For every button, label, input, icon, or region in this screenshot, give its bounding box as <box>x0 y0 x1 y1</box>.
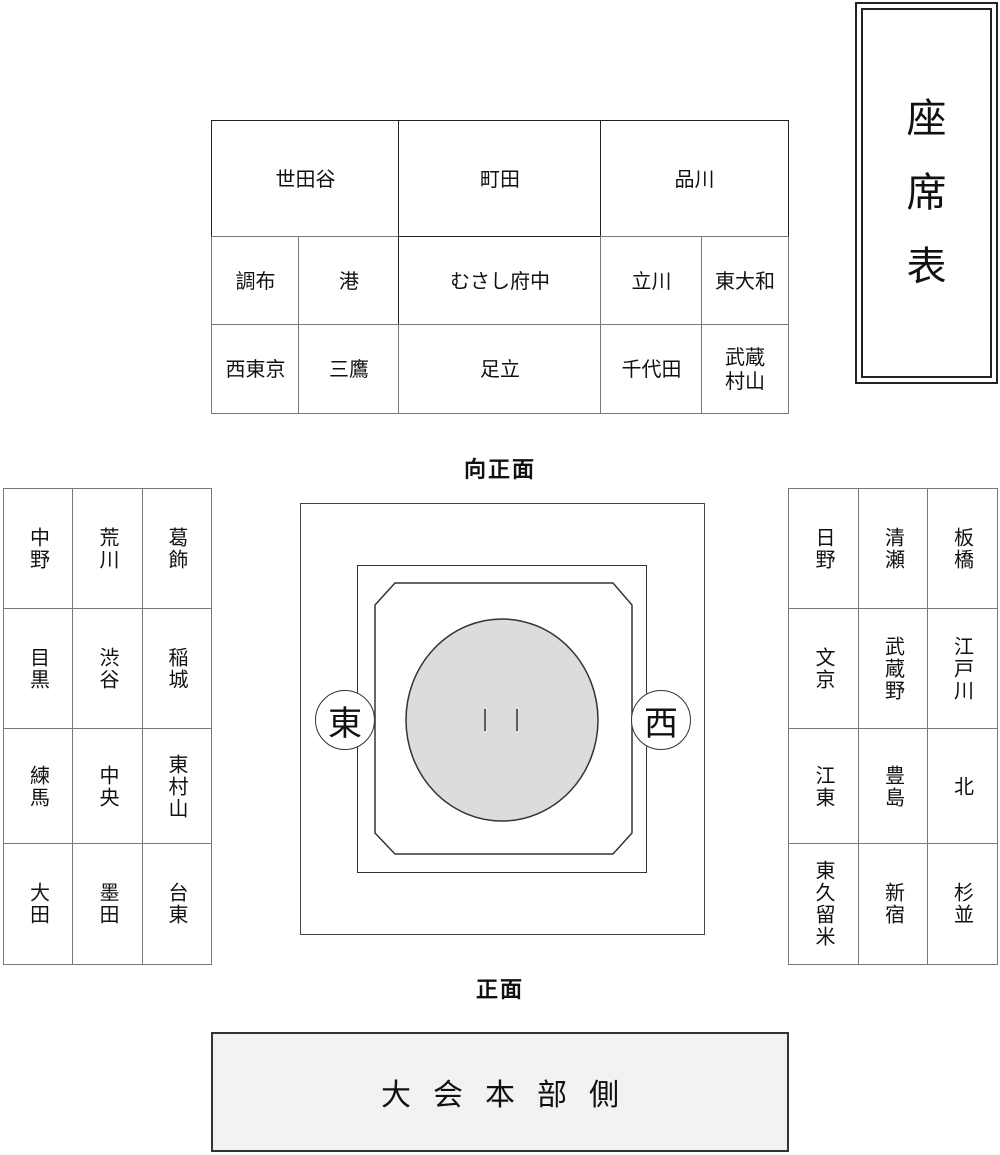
seat-block: 中野 <box>3 488 74 610</box>
seat-block: 世田谷 <box>211 120 400 238</box>
seat-block: 三鷹 <box>298 324 400 414</box>
seat-block: 稲城 <box>142 608 212 730</box>
east-marker: 東 <box>315 690 375 750</box>
seat-block: 千代田 <box>600 324 703 414</box>
seat-block: 江戸川 <box>927 608 998 730</box>
seat-block: 武蔵村山 <box>701 324 789 414</box>
seat-block: 新宿 <box>858 843 929 965</box>
mukou-shoumen-label: 向正面 <box>463 458 536 483</box>
seat-block: 東久留米 <box>788 843 860 965</box>
title-char: 座 <box>906 96 947 142</box>
seat-block: 板橋 <box>927 488 998 610</box>
seat-block: 目黒 <box>3 608 74 730</box>
seat-block: 日野 <box>788 488 860 610</box>
seat-block: 品川 <box>600 120 789 238</box>
seat-block: 町田 <box>398 120 602 238</box>
seat-block: 西東京 <box>211 324 300 414</box>
seating-chart-title-box: 座 席 表 <box>855 2 998 384</box>
seat-block: 足立 <box>398 324 602 414</box>
seat-block: 立川 <box>600 236 703 326</box>
tournament-hq-side: 大会本部側 <box>211 1032 789 1152</box>
dohyo-base-outer <box>300 503 705 935</box>
shoumen-label: 正面 <box>475 978 524 1003</box>
west-marker: 西 <box>631 690 691 750</box>
seat-block: 港 <box>298 236 400 326</box>
seat-block: むさし府中 <box>398 236 602 326</box>
seat-block: 渋谷 <box>72 608 144 730</box>
seat-block: 大田 <box>3 843 74 965</box>
seat-block: 文京 <box>788 608 860 730</box>
seat-block: 清瀬 <box>858 488 929 610</box>
seat-block: 荒川 <box>72 488 144 610</box>
seat-block: 武蔵野 <box>858 608 929 730</box>
seat-block: 墨田 <box>72 843 144 965</box>
seat-block: 東村山 <box>142 728 212 845</box>
seat-block: 中央 <box>72 728 144 845</box>
seat-block: 調布 <box>211 236 300 326</box>
dohyo-ring <box>405 618 599 822</box>
seat-block: 東大和 <box>701 236 789 326</box>
seating-chart-title: 座 席 表 <box>861 8 992 378</box>
seat-block: 葛飾 <box>142 488 212 610</box>
seat-block: 北 <box>927 728 998 845</box>
title-char: 席 <box>906 170 947 216</box>
seat-block: 豊島 <box>858 728 929 845</box>
seat-block: 杉並 <box>927 843 998 965</box>
seat-block: 練馬 <box>3 728 74 845</box>
title-char: 表 <box>906 244 947 290</box>
seat-block: 江東 <box>788 728 860 845</box>
dohyo-svg <box>374 582 633 855</box>
seat-block: 台東 <box>142 843 212 965</box>
